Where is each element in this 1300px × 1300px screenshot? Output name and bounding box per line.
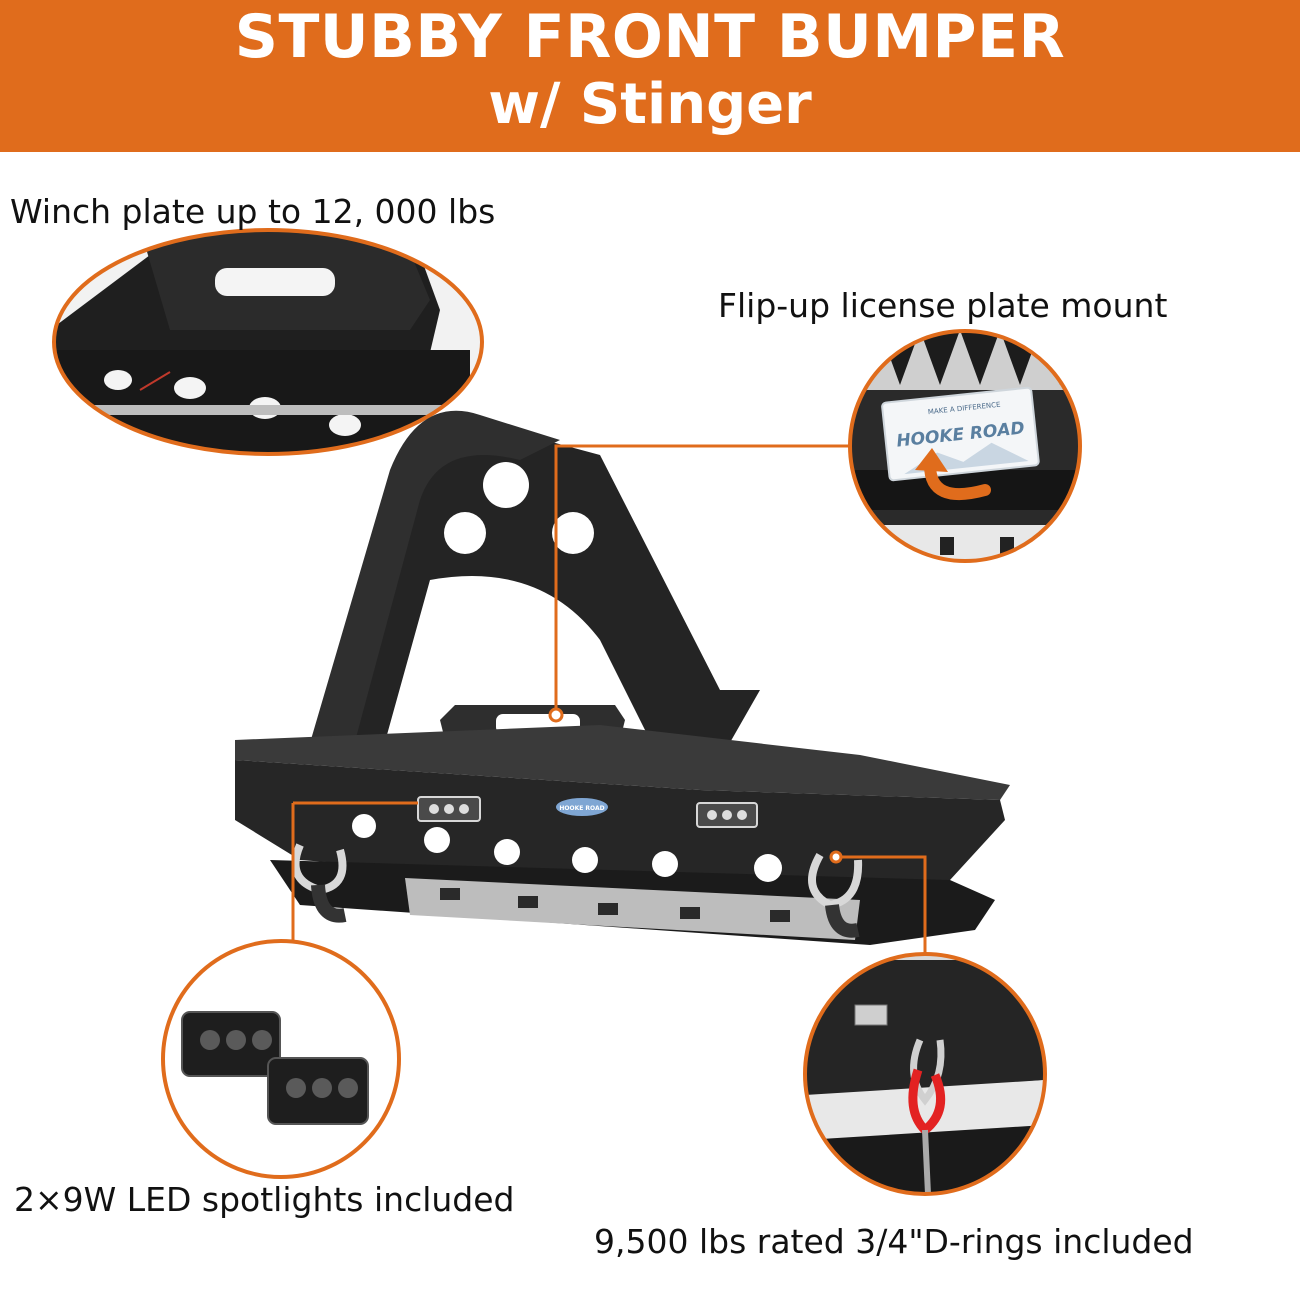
banner-title-line1: STUBBY FRONT BUMPER <box>234 2 1066 72</box>
title-banner: STUBBY FRONT BUMPER w/ Stinger <box>0 0 1300 152</box>
winch-plate-detail <box>52 228 484 456</box>
leader-lines <box>291 444 927 955</box>
bumper-badge: HOOKE ROAD <box>559 805 604 812</box>
winch-callout: Winch plate up to 12, 000 lbs <box>10 192 496 231</box>
led-spotlights-detail <box>161 939 401 1179</box>
dring-detail <box>803 952 1047 1196</box>
banner-title-line2: w/ Stinger <box>488 72 812 137</box>
led-spotlights-callout: 2×9W LED spotlights included <box>14 1180 515 1219</box>
license-plate-detail: MAKE A DIFFERENCE HOOKE ROAD <box>848 329 1082 563</box>
dring-callout: 9,500 lbs rated 3/4"D-rings included <box>594 1222 1194 1261</box>
bumper-product: HOOKE ROAD <box>235 410 1010 945</box>
dring-point-marker <box>829 850 843 864</box>
license-plate-callout: Flip-up license plate mount <box>718 286 1168 325</box>
winch-point-marker <box>548 707 564 723</box>
